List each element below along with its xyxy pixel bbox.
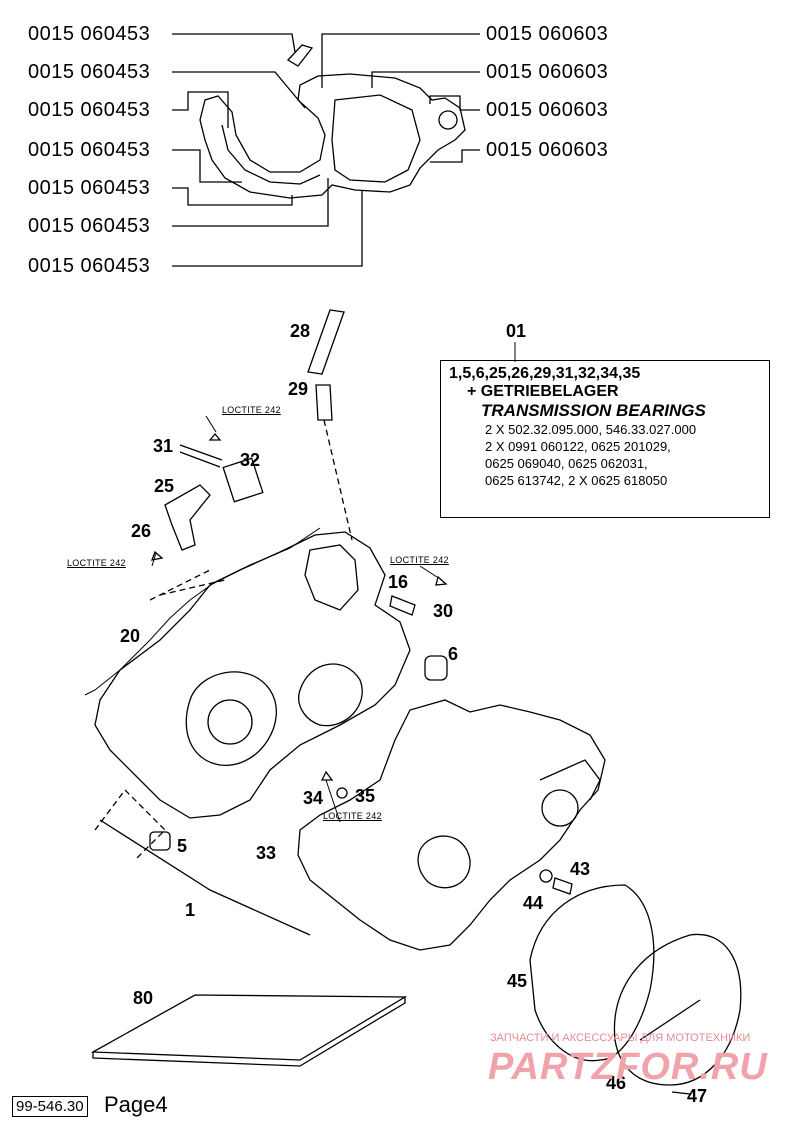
loctite-label-3: LOCTITE 242 [390,555,449,565]
kit-line-6: 0625 069040, 0625 062031, [485,456,648,471]
gasket-part-number-r4: 0015 060603 [486,139,609,161]
callout-45: 45 [507,971,528,991]
gasket-part-number-3: 0015 060453 [28,99,151,121]
kit-info-box: 1,5,6,25,26,29,31,32,34,35 + GETRIEBELAG… [440,360,770,518]
kit-extra-en: TRANSMISSION BEARINGS [481,401,706,420]
callout-6: 6 [448,644,459,664]
gasket-part-number-4: 0015 060453 [28,139,151,161]
gasket-part-number-r1: 0015 060603 [486,23,609,45]
ignition-cover [613,933,742,1086]
callout-30: 30 [433,601,454,621]
callout-20: 20 [120,626,141,646]
callout-5: 5 [177,836,188,856]
cylinder-gasket [199,73,466,199]
callout-34: 34 [303,788,324,808]
gasket-part-number-2: 0015 060453 [28,61,151,83]
kit-extra-de: + GETRIEBELAGER [467,383,619,400]
callout-28: 28 [290,321,311,341]
callout-1: 1 [185,900,196,920]
gasket-part-number-7: 0015 060453 [28,255,151,277]
kit-line-4: 2 X 502.32.095.000, 546.33.027.000 [485,422,697,437]
callout-32: 32 [240,450,261,470]
watermark-brand: PARTZFOR.RU [488,1046,768,1088]
callout-44: 44 [523,893,544,913]
callout-16: 16 [388,572,409,592]
callout-29: 29 [288,379,309,399]
callout-33: 33 [256,843,277,863]
callout-25: 25 [154,476,175,496]
callout-35: 35 [355,786,376,806]
gasket-part-number-1: 0015 060453 [28,23,151,45]
callout-31: 31 [153,436,174,456]
callout-80: 80 [133,988,154,1008]
gasket-part-number-r3: 0015 060603 [486,99,609,121]
callout-46: 46 [606,1073,627,1093]
callout-01: 01 [506,321,527,341]
loctite-label-4: LOCTITE 242 [323,811,382,821]
kit-line-5: 2 X 0991 060122, 0625 201029, [485,439,671,454]
gasket-part-number-5: 0015 060453 [28,177,151,199]
right-crankcase [297,699,606,951]
loctite-label-1: LOCTITE 242 [222,405,281,415]
loctite-label-2: LOCTITE 242 [67,558,126,568]
kit-contents: 1,5,6,25,26,29,31,32,34,35 [449,365,641,382]
watermark-tagline: ЗАПЧАСТИ И АКСЕССУАРЫ ДЛЯ МОТОТЕХНИКИ [490,1032,751,1044]
gasket-part-number-6: 0015 060453 [28,215,151,237]
gasket-part-number-r2: 0015 060603 [486,61,609,83]
document-code: 99-546.30 [12,1096,88,1117]
callout-26: 26 [131,521,152,541]
kit-line-7: 0625 613742, 2 X 0625 618050 [485,473,668,488]
callout-47: 47 [687,1086,708,1106]
callout-43: 43 [570,859,591,879]
page-label: Page4 [104,1092,168,1117]
